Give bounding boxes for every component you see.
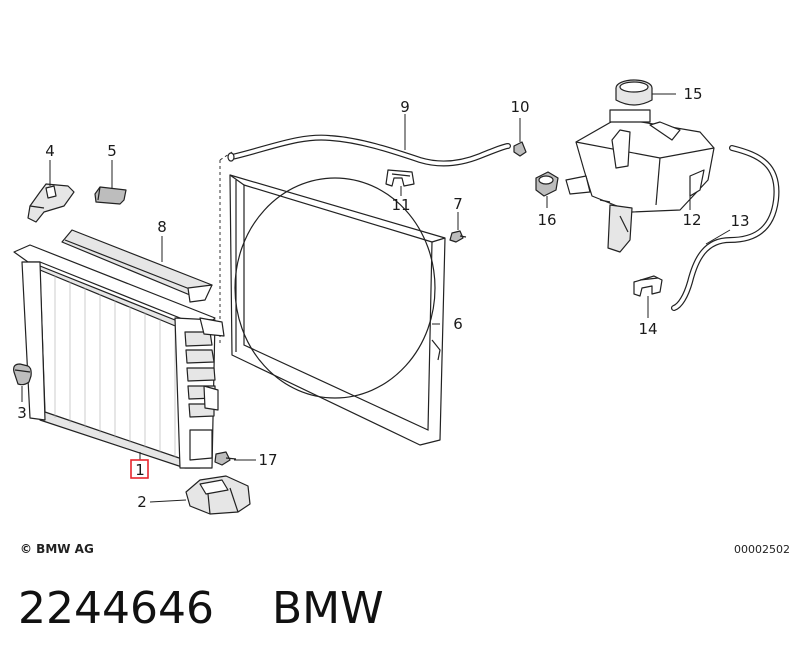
callout-17[interactable]: 17 [258, 451, 277, 469]
callout-12[interactable]: 12 [682, 211, 701, 229]
seal-strip [61, 229, 213, 303]
callout-1[interactable]: 1 [135, 461, 145, 479]
document-number: 00002502 [734, 543, 790, 556]
callout-labels: 4 5 8 9 10 11 7 15 16 12 13 14 6 3 2 17 … [17, 85, 749, 511]
callout-9[interactable]: 9 [400, 98, 410, 116]
leader-lines [21, 93, 731, 503]
part-number: 2244646 [18, 583, 214, 634]
clip-11 [385, 169, 415, 187]
bracket-4 [27, 183, 75, 223]
copyright-label: © BMW AG [20, 542, 94, 556]
cap-15 [615, 79, 653, 106]
callout-3[interactable]: 3 [17, 404, 27, 422]
part-footer: 2244646 BMW [18, 583, 384, 643]
clip-14 [633, 275, 663, 297]
cap-16 [535, 171, 559, 197]
callout-5[interactable]: 5 [107, 142, 117, 160]
bolt-7 [449, 230, 467, 243]
callout-4[interactable]: 4 [45, 142, 55, 160]
callout-16[interactable]: 16 [537, 211, 556, 229]
mount-5 [94, 186, 127, 205]
clamp-10 [513, 141, 527, 157]
radiator [13, 244, 225, 469]
callout-10[interactable]: 10 [510, 98, 529, 116]
rubber-mount-3 [13, 363, 32, 386]
callout-13[interactable]: 13 [730, 212, 749, 230]
lower-bracket-2 [185, 475, 251, 515]
callout-2[interactable]: 2 [137, 493, 147, 511]
bolt-17 [214, 451, 237, 466]
callout-1-highlight-box [130, 459, 149, 479]
expansion-tank [565, 109, 715, 253]
fan-shroud [219, 151, 446, 446]
callout-6[interactable]: 6 [453, 315, 463, 333]
callout-7[interactable]: 7 [453, 195, 463, 213]
callout-8[interactable]: 8 [157, 218, 167, 236]
callout-11[interactable]: 11 [391, 196, 410, 214]
callout-15[interactable]: 15 [683, 85, 702, 103]
upper-hose [227, 134, 511, 167]
overflow-hose-13 [671, 145, 780, 311]
brand-name: BMW [271, 583, 384, 634]
callout-14[interactable]: 14 [638, 320, 657, 338]
